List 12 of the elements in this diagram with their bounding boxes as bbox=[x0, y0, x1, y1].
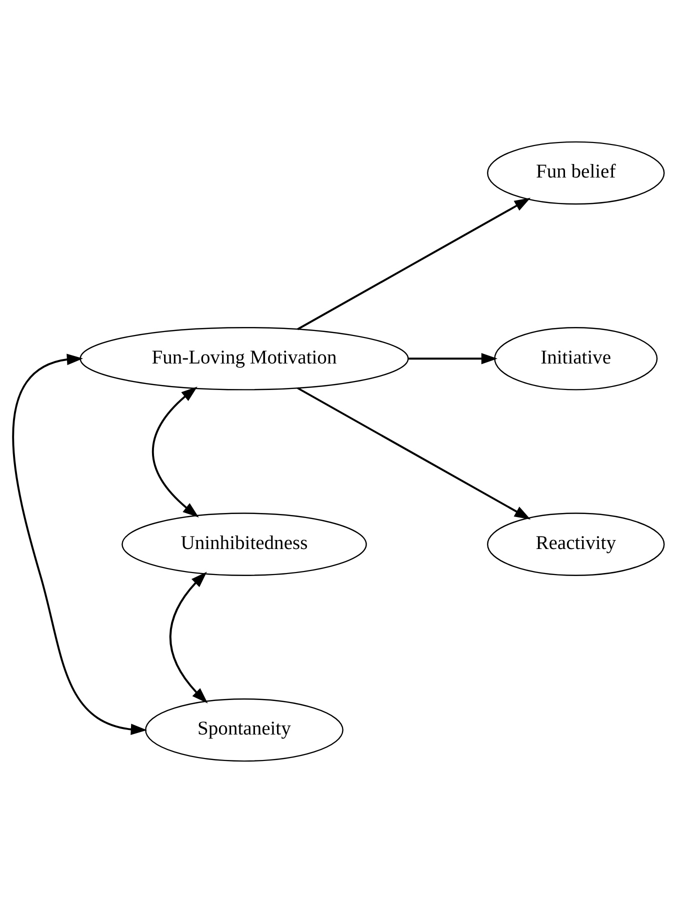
arrow bbox=[12, 354, 148, 735]
node-ellipse: Reactivity bbox=[487, 512, 665, 576]
node-ellipse: Uninhibitedness bbox=[122, 512, 367, 576]
node-ellipse: Fun belief bbox=[487, 141, 665, 205]
node-ellipse: Fun-Loving Motivation bbox=[80, 327, 409, 390]
arrow bbox=[152, 386, 199, 518]
arrow bbox=[169, 572, 208, 704]
node-ellipse: Initiative bbox=[494, 327, 658, 390]
arrow bbox=[297, 387, 531, 520]
node-ellipse: Spontaneity bbox=[145, 698, 344, 762]
arrow bbox=[408, 353, 498, 364]
arrow bbox=[297, 198, 531, 330]
